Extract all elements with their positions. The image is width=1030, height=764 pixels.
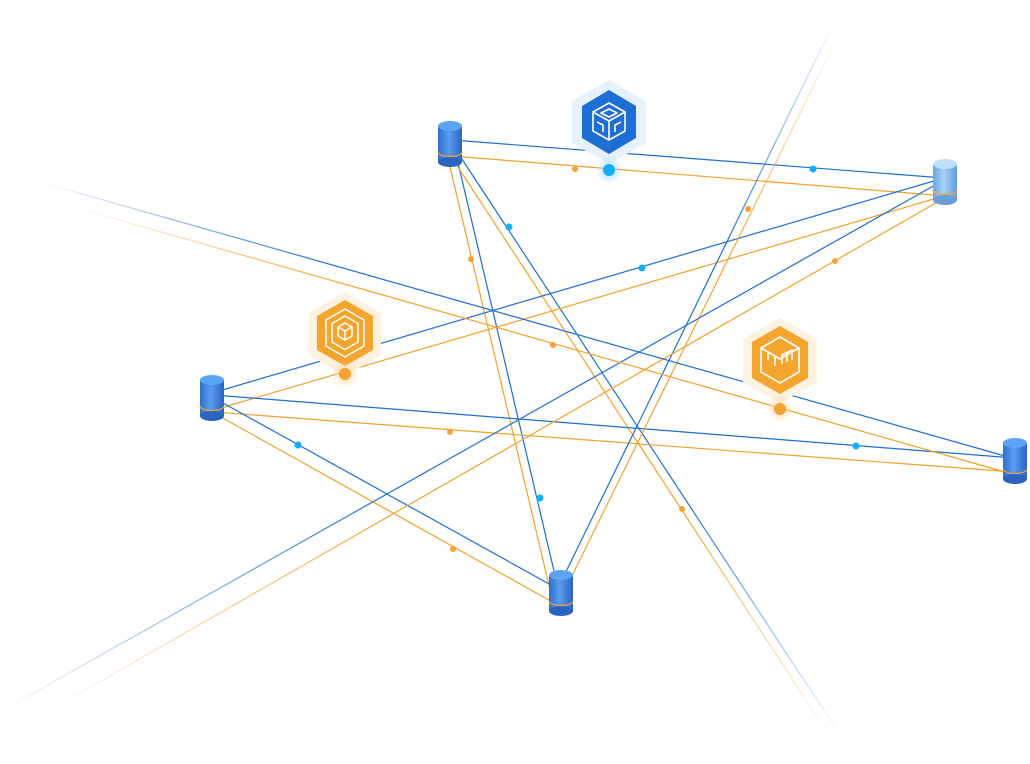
database-icon bbox=[1002, 438, 1028, 484]
connection-line bbox=[454, 149, 559, 589]
orange-dot bbox=[745, 206, 751, 212]
connection-line bbox=[39, 181, 1013, 459]
connection-line bbox=[451, 155, 947, 197]
orange-dot bbox=[679, 506, 685, 512]
connection-line bbox=[565, 27, 843, 589]
connection-line bbox=[451, 139, 945, 179]
connection-line bbox=[69, 205, 1013, 475]
blue-dot bbox=[638, 264, 646, 272]
connections bbox=[0, 19, 1015, 741]
db-node-bottom bbox=[548, 570, 574, 616]
database-icon bbox=[548, 570, 574, 616]
db-node-top bbox=[437, 121, 463, 167]
blue-dot bbox=[852, 442, 860, 450]
connection-line bbox=[213, 411, 1015, 473]
orange-dot bbox=[832, 258, 838, 264]
package-icon bbox=[325, 308, 365, 358]
connection-line bbox=[213, 394, 1015, 459]
badge-anchor-dot bbox=[339, 368, 351, 380]
blue-dot bbox=[536, 494, 544, 502]
container-icon bbox=[760, 336, 800, 384]
database-icon bbox=[932, 159, 958, 205]
orange-dot bbox=[550, 342, 556, 348]
line-dots bbox=[294, 165, 860, 552]
blue-dot bbox=[809, 165, 817, 173]
badge-anchor-dot bbox=[603, 164, 615, 176]
blue-dot bbox=[294, 441, 302, 449]
connection-line bbox=[39, 195, 949, 717]
db-node-left bbox=[199, 375, 225, 421]
connection-line bbox=[211, 411, 557, 605]
badge-right bbox=[743, 318, 817, 423]
db-node-right-top bbox=[932, 159, 958, 205]
database-icon bbox=[437, 121, 463, 167]
connection-line bbox=[213, 195, 945, 411]
connection-line bbox=[455, 149, 841, 736]
db-node-right bbox=[1002, 438, 1028, 484]
connection-line bbox=[451, 157, 833, 741]
cubes-icon bbox=[592, 102, 626, 141]
blue-dot bbox=[505, 223, 513, 231]
badge-left bbox=[309, 292, 381, 388]
connection-line bbox=[0, 179, 945, 713]
connection-line bbox=[559, 19, 836, 585]
badge-anchor-dot bbox=[774, 403, 786, 415]
orange-dot bbox=[447, 429, 453, 435]
badge-hexagon bbox=[752, 326, 808, 394]
database-icon bbox=[199, 375, 225, 421]
connection-line bbox=[445, 149, 553, 599]
orange-dot bbox=[450, 546, 456, 552]
orange-dot bbox=[572, 166, 578, 172]
badge-top bbox=[572, 80, 646, 184]
orange-dot bbox=[468, 256, 474, 262]
